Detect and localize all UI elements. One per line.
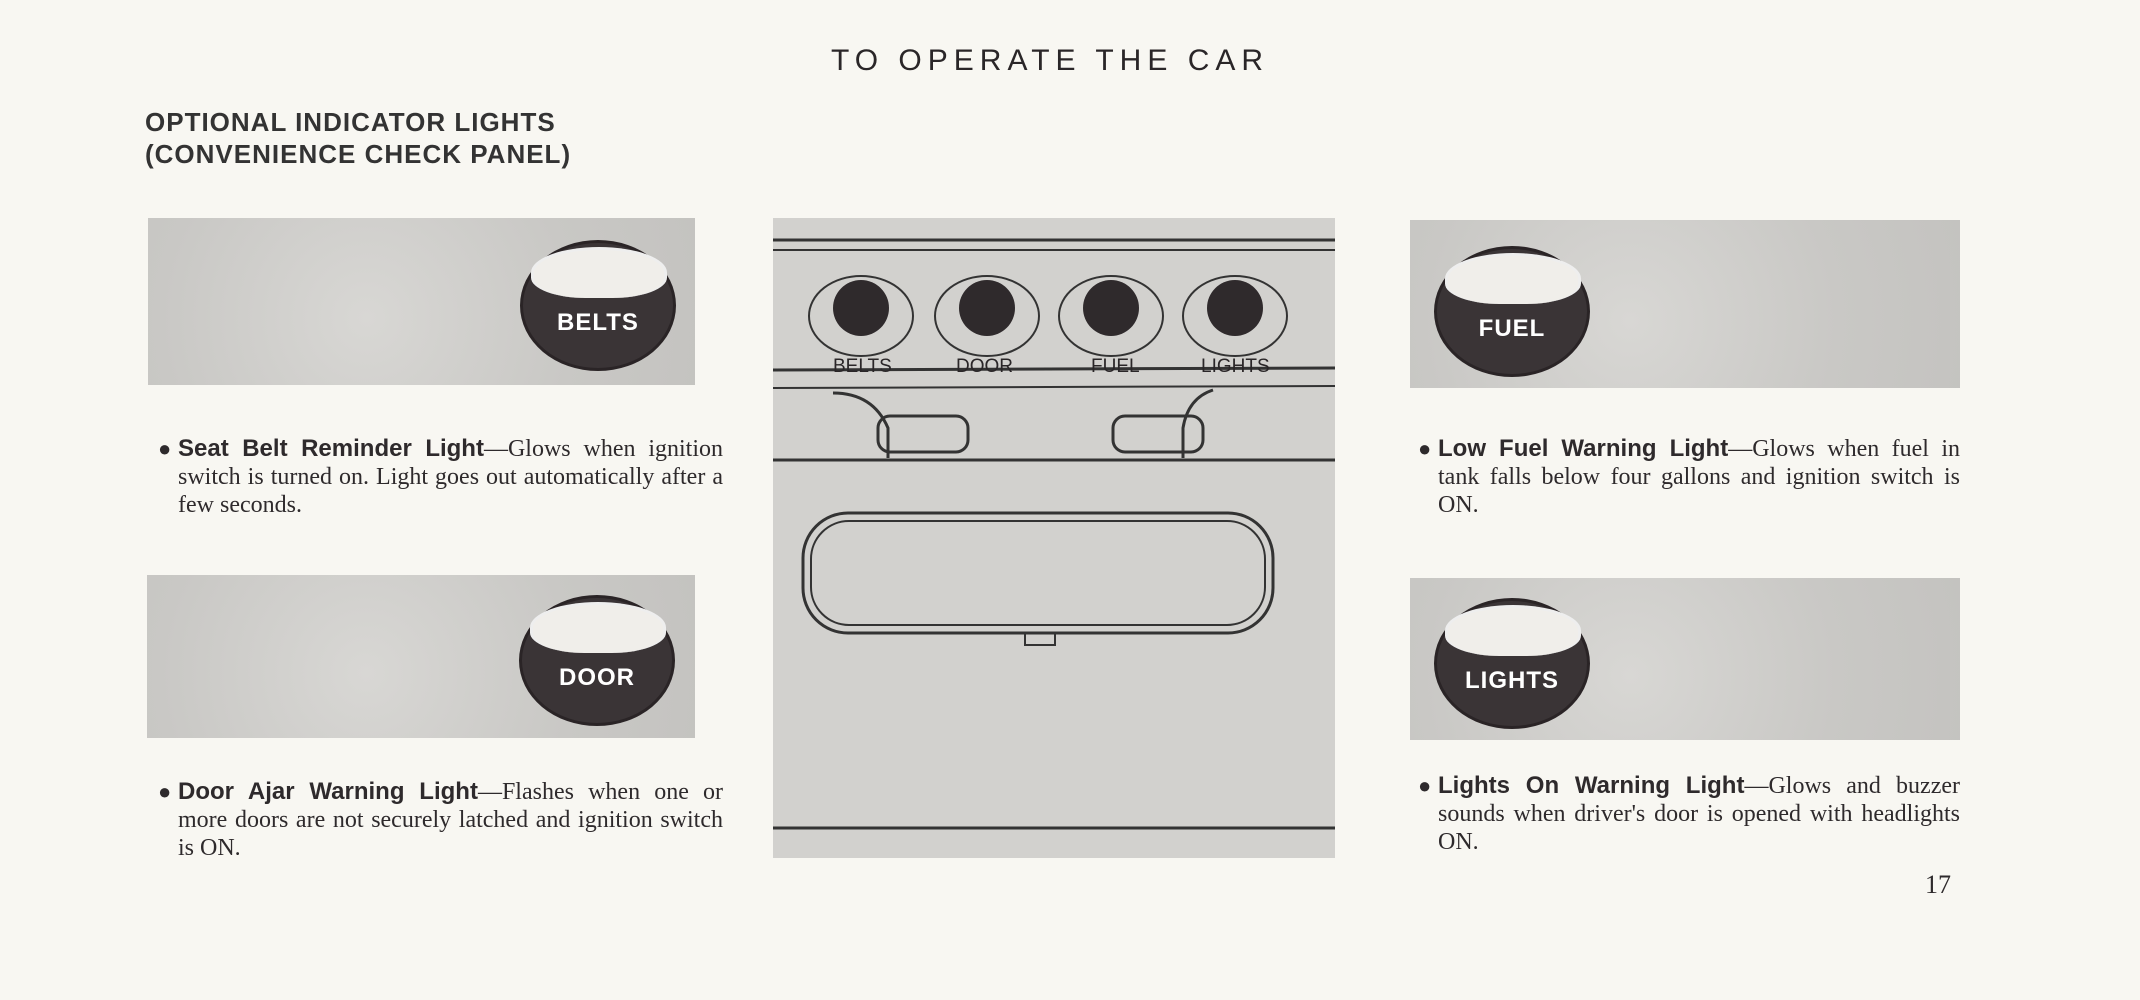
heading-line-1: OPTIONAL INDICATOR LIGHTS bbox=[145, 107, 556, 137]
fuel-lamp-icon bbox=[1083, 280, 1139, 336]
panel-label-lights: LIGHTS bbox=[1201, 356, 1270, 377]
lights-on-description: ●Lights On Warning Light—Glows and buzze… bbox=[1418, 772, 1960, 855]
belts-lamp-icon bbox=[833, 280, 889, 336]
door-light-illustration: DOOR bbox=[147, 575, 695, 738]
panel-label-fuel: FUEL bbox=[1091, 356, 1140, 377]
fuel-light-illustration: FUEL bbox=[1410, 220, 1960, 388]
seat-belt-description: ●Seat Belt Reminder Light—Glows when ign… bbox=[158, 435, 723, 518]
page-title: TO OPERATE THE CAR bbox=[830, 44, 1270, 77]
lights-light-illustration: LIGHTS bbox=[1410, 578, 1960, 740]
lights-knob-icon: LIGHTS bbox=[1434, 598, 1590, 729]
panel-label-door: DOOR bbox=[956, 356, 1013, 377]
low-fuel-description: ●Low Fuel Warning Light—Glows when fuel … bbox=[1418, 435, 1960, 518]
check-panel-illustration: BELTS DOOR FUEL LIGHTS bbox=[772, 218, 1336, 858]
door-ajar-description: ●Door Ajar Warning Light—Flashes when on… bbox=[158, 778, 723, 861]
rearview-mirror bbox=[801, 511, 1275, 635]
belts-knob-icon: BELTS bbox=[520, 240, 676, 371]
fuel-knob-icon: FUEL bbox=[1434, 246, 1590, 377]
dashboard-diagram bbox=[772, 238, 1336, 830]
belts-light-illustration: BELTS bbox=[148, 218, 695, 385]
panel-label-belts: BELTS bbox=[833, 356, 892, 377]
door-lamp-icon bbox=[959, 280, 1015, 336]
heading-line-2: (CONVENIENCE CHECK PANEL) bbox=[145, 139, 572, 169]
page-number: 17 bbox=[1925, 870, 1951, 899]
door-knob-icon: DOOR bbox=[519, 595, 675, 726]
lights-lamp-icon bbox=[1207, 280, 1263, 336]
section-heading: OPTIONAL INDICATOR LIGHTS (CONVENIENCE C… bbox=[145, 106, 571, 170]
